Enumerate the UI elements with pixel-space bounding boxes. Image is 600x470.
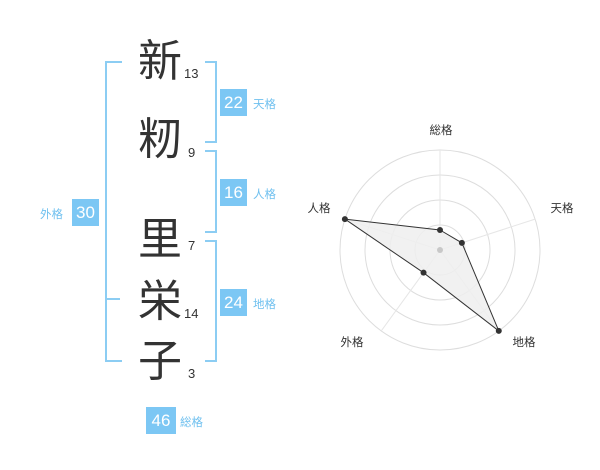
radar-area bbox=[344, 218, 500, 333]
tenkaku-label: 天格 bbox=[253, 97, 276, 111]
gaikaku-bracket bbox=[105, 61, 122, 362]
axis-label-jinkaku: 人格 bbox=[308, 201, 331, 215]
chikaku-label: 地格 bbox=[253, 297, 276, 311]
stroke-count-4: 14 bbox=[184, 306, 199, 321]
radar-point bbox=[495, 327, 502, 334]
jinkaku-label: 人格 bbox=[253, 187, 276, 201]
radar-center-dot bbox=[437, 247, 443, 253]
radar-points bbox=[341, 216, 502, 334]
stroke-count-1: 13 bbox=[184, 66, 199, 81]
stroke-count-3: 7 bbox=[188, 238, 196, 253]
tenkaku-value: 22 bbox=[220, 89, 247, 116]
radar-point bbox=[341, 216, 348, 223]
soukaku-value: 46 bbox=[146, 407, 176, 434]
radar-point bbox=[437, 227, 443, 233]
name-char-5: 子 bbox=[138, 336, 182, 387]
stroke-count-2: 9 bbox=[188, 145, 196, 160]
chikaku-value: 24 bbox=[220, 289, 247, 316]
axis-label-soukaku: 総格 bbox=[430, 123, 453, 137]
jinkaku-bracket bbox=[205, 150, 217, 233]
gaikaku-value: 30 bbox=[72, 199, 99, 226]
name-char-1: 新 bbox=[138, 36, 182, 87]
gaikaku-label: 外格 bbox=[40, 207, 63, 221]
name-char-4: 栄 bbox=[138, 276, 182, 327]
axis-label-chikaku: 地格 bbox=[513, 335, 536, 349]
jinkaku-value: 16 bbox=[220, 179, 247, 206]
name-char-3: 里 bbox=[138, 214, 182, 265]
tenkaku-bracket bbox=[205, 61, 217, 143]
axis-label-gaikaku: 外格 bbox=[341, 335, 364, 349]
axis-label-tenkaku: 天格 bbox=[551, 201, 574, 215]
stroke-count-5: 3 bbox=[188, 366, 196, 381]
soukaku-label: 総格 bbox=[180, 415, 203, 429]
name-char-2: 籾 bbox=[138, 114, 182, 165]
chikaku-bracket bbox=[205, 240, 217, 362]
radar-point bbox=[420, 269, 427, 276]
radar-point bbox=[458, 239, 465, 246]
gaikaku-bracket-tick bbox=[105, 298, 120, 300]
